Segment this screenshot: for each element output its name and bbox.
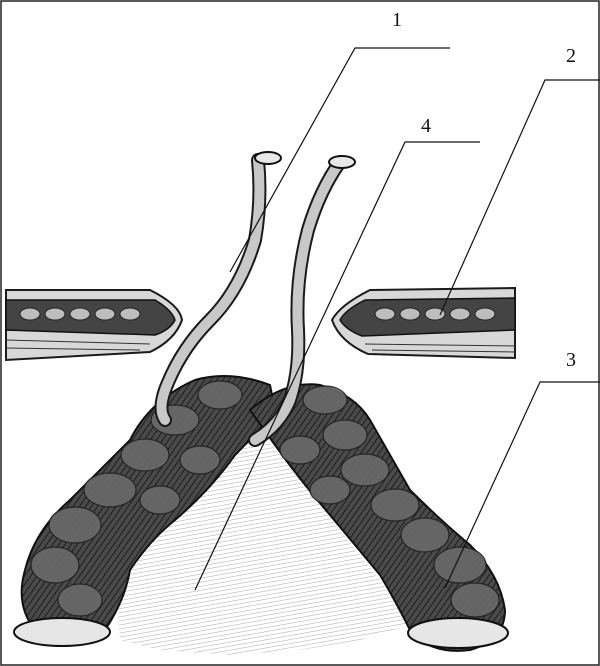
callout-label-2: 2 <box>566 45 576 67</box>
left-tissue-layer <box>6 290 182 360</box>
callout-label-3: 3 <box>566 349 576 371</box>
leader-line-2 <box>440 80 600 315</box>
callout-label-1: 1 <box>392 9 402 31</box>
right-cut-end <box>408 618 508 648</box>
right-tissue-layer <box>332 288 515 358</box>
left-cut-end <box>14 618 110 646</box>
callout-label-4: 4 <box>421 115 431 137</box>
